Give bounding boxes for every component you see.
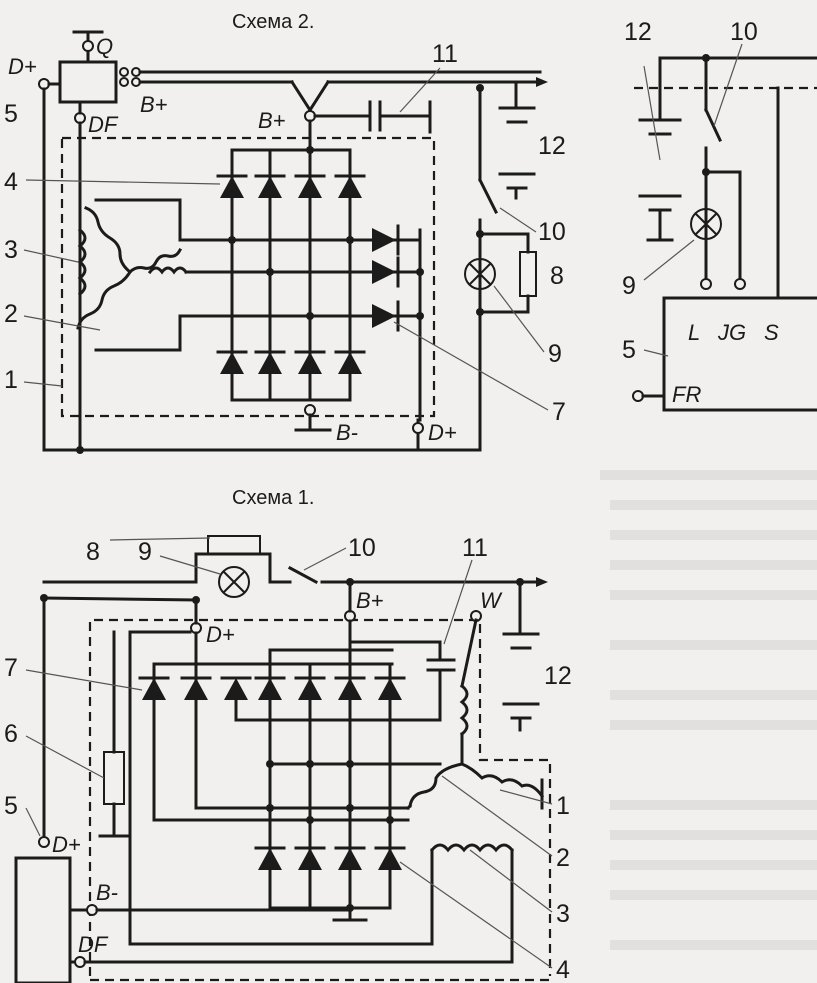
scheme-1-alternator-boundary	[88, 618, 552, 976]
scheme-1-label-5: 5	[4, 792, 18, 820]
scheme-2-lower-diodes	[216, 350, 366, 374]
scheme-right-label-10: 10	[730, 18, 758, 46]
scheme-1-terminal-d-plus-top: D+	[206, 622, 235, 647]
scheme-1-label-10: 10	[348, 534, 376, 562]
scheme-right-label-9: 9	[622, 272, 636, 300]
scheme-2-label-9: 9	[548, 340, 562, 368]
scheme-1-label-9: 9	[138, 538, 152, 566]
scheme-1-lower-diodes	[254, 846, 406, 870]
scheme-2-label-1: 1	[4, 366, 18, 394]
scheme-1-label-8: 8	[86, 538, 100, 566]
scheme-2-label-8: 8	[550, 262, 564, 290]
scheme-right-pin-s: S	[764, 320, 779, 345]
scheme-1-label-3: 3	[556, 900, 570, 928]
scheme-2-terminal-df: DF	[88, 112, 119, 137]
scheme-1: Схема 1. 8 9 10 11 B+ W	[4, 487, 572, 983]
scheme-1-terminal-df: DF	[78, 932, 109, 957]
scheme-2-alternator-boundary	[60, 136, 436, 418]
scheme-1-label-1: 1	[556, 792, 570, 820]
scheme-2-label-12: 12	[538, 132, 566, 160]
scheme-2-title: Схема 2.	[232, 11, 314, 33]
scheme-2-regulator	[58, 60, 118, 104]
scheme-1-label-7: 7	[4, 654, 18, 682]
scheme-1-terminal-b-plus: B+	[356, 588, 384, 613]
scheme-right-label-12: 12	[624, 18, 652, 46]
scheme-2-excitation-diodes	[372, 224, 400, 332]
scheme-right-pin-l: L	[688, 320, 700, 345]
scheme-2-terminal-d-plus-bottom: D+	[428, 420, 457, 445]
scheme-right: 12 10 L JG S FR 9 5	[622, 18, 817, 412]
scheme-2-upper-diodes	[216, 174, 366, 198]
scheme-1-terminal-d-plus-left: D+	[52, 832, 81, 857]
scheme-2-label-11: 11	[432, 40, 458, 68]
scheme-1-title: Схема 1.	[232, 487, 314, 509]
scheme-1-upper-diodes	[138, 676, 406, 700]
scheme-2-label-5: 5	[4, 100, 18, 128]
scheme-1-terminal-w: W	[480, 588, 503, 613]
scheme-1-regulator	[14, 856, 72, 983]
scheme-1-label-4: 4	[556, 956, 570, 983]
scheme-right-pin-jg: JG	[717, 320, 746, 345]
scheme-1-label-6: 6	[4, 720, 18, 748]
scheme-2-label-4: 4	[4, 168, 18, 196]
scheme-2-label-7: 7	[552, 398, 566, 426]
scheme-2-label-2: 2	[4, 300, 18, 328]
scheme-2-terminal-b-plus-center: B+	[258, 108, 286, 133]
scheme-right-pin-fr: FR	[672, 382, 701, 407]
scheme-1-terminal-b-minus: B-	[96, 880, 118, 905]
background-text-blur	[600, 470, 817, 950]
scheme-1-label-11: 11	[462, 534, 488, 562]
scheme-2-terminal-d-plus: D+	[8, 54, 37, 79]
scheme-1-label-12: 12	[544, 662, 572, 690]
scheme-2-label-3: 3	[4, 236, 18, 264]
scheme-right-regulator	[662, 296, 817, 412]
scheme-2: Схема 2. Q D+ B+ DF	[4, 11, 566, 454]
scheme-2-terminal-b-minus: B-	[336, 420, 358, 445]
scheme-2-terminal-q: Q	[96, 34, 113, 59]
scheme-2-label-10: 10	[538, 218, 566, 246]
scheme-right-label-5: 5	[622, 336, 636, 364]
scheme-1-label-2: 2	[556, 844, 570, 872]
scheme-2-terminal-b-plus-left: B+	[140, 92, 168, 117]
